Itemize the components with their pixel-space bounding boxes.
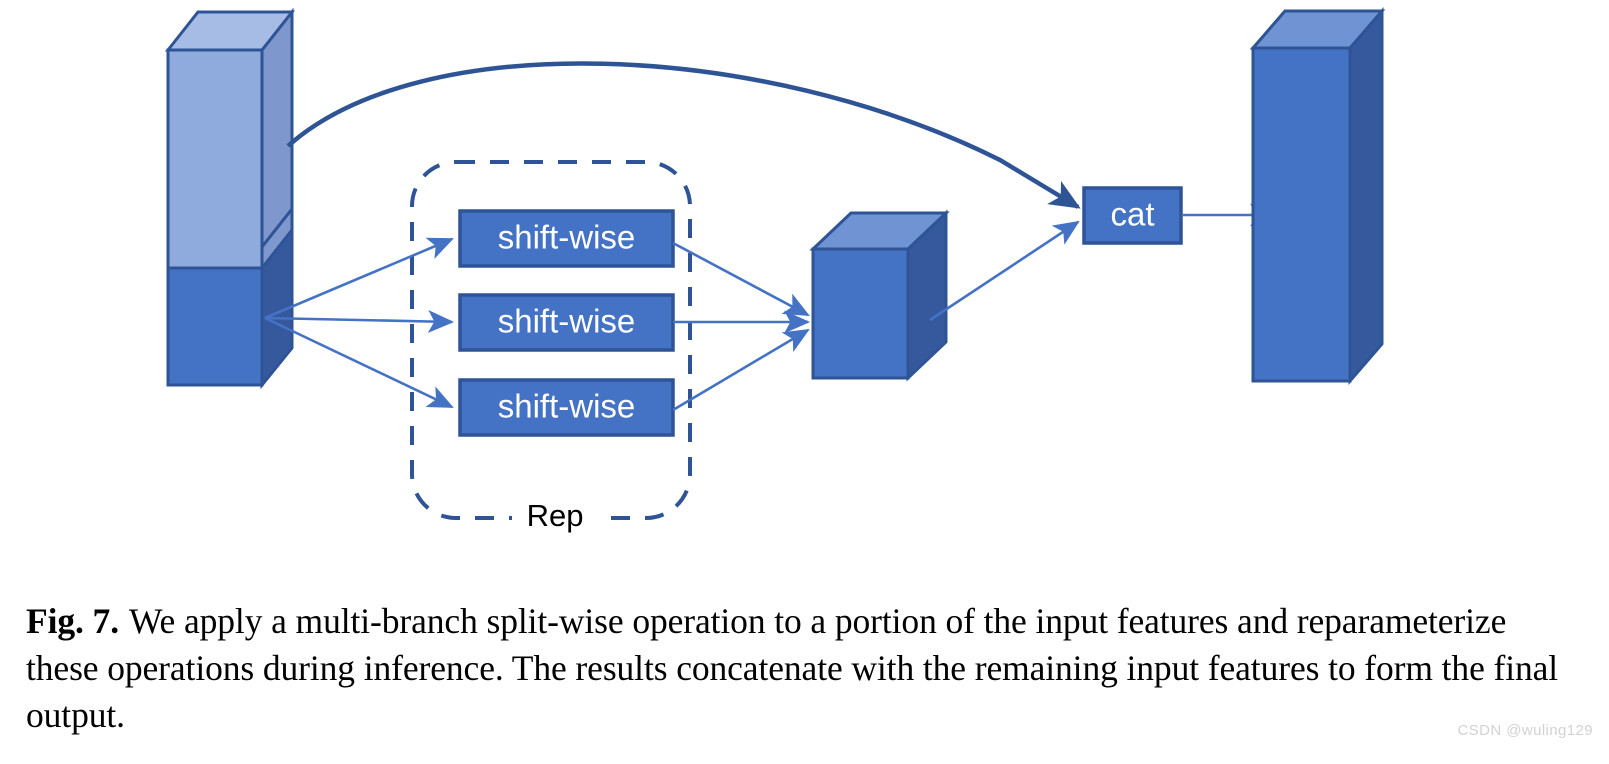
output-tensor-front-face — [1251, 46, 1352, 383]
edge-branch-3-to-sum — [672, 328, 810, 412]
edge-input-to-branch-1 — [264, 237, 454, 320]
rep-label-backdrop — [512, 498, 598, 534]
concat-box[interactable] — [1082, 186, 1183, 245]
merged-feature-cube — [809, 209, 950, 382]
branch-1-label: shift-wise — [498, 219, 636, 256]
figure-caption-tag: Fig. 7. — [26, 601, 119, 641]
edge-input-to-branch-3 — [264, 316, 454, 409]
concat-node[interactable]: cat — [1082, 186, 1183, 245]
input-tensor-front-face-lower — [166, 266, 264, 387]
branch-3-label: shift-wise — [498, 388, 636, 425]
skip-connection-arrow — [286, 61, 1081, 209]
edge-input-to-branch-2 — [264, 310, 455, 333]
architecture-diagram: Rep shift-wise shift-wise shift-wise — [164, 6, 1386, 534]
rep-group: Rep — [410, 160, 692, 534]
figure-caption: Fig. 7.We apply a multi-branch split-wis… — [26, 598, 1586, 739]
output-features-tensor — [1249, 6, 1386, 386]
branch-1-box[interactable] — [458, 209, 675, 268]
branch-2[interactable]: shift-wise — [458, 293, 675, 352]
figure-caption-text: We apply a multi-branch split-wise opera… — [26, 601, 1559, 735]
input-features-tensor — [164, 7, 296, 390]
branch-1[interactable]: shift-wise — [458, 209, 675, 268]
input-tensor-right-face-upper — [260, 7, 294, 252]
watermark-label: CSDN @wuling129 — [1457, 722, 1593, 739]
branch-2-box[interactable] — [458, 293, 675, 352]
branch-3[interactable]: shift-wise — [458, 378, 675, 437]
concat-label: cat — [1110, 196, 1154, 233]
output-tensor-right-face — [1348, 6, 1384, 386]
branch-3-box[interactable] — [458, 378, 675, 437]
branch-2-label: shift-wise — [498, 303, 636, 340]
edge-branch-1-to-sum — [672, 241, 810, 317]
rep-group-label: Rep — [527, 498, 584, 533]
merged-cube-front-face — [811, 247, 910, 380]
edge-sum-to-concat — [929, 220, 1080, 322]
input-tensor-front-face-upper — [166, 48, 264, 270]
